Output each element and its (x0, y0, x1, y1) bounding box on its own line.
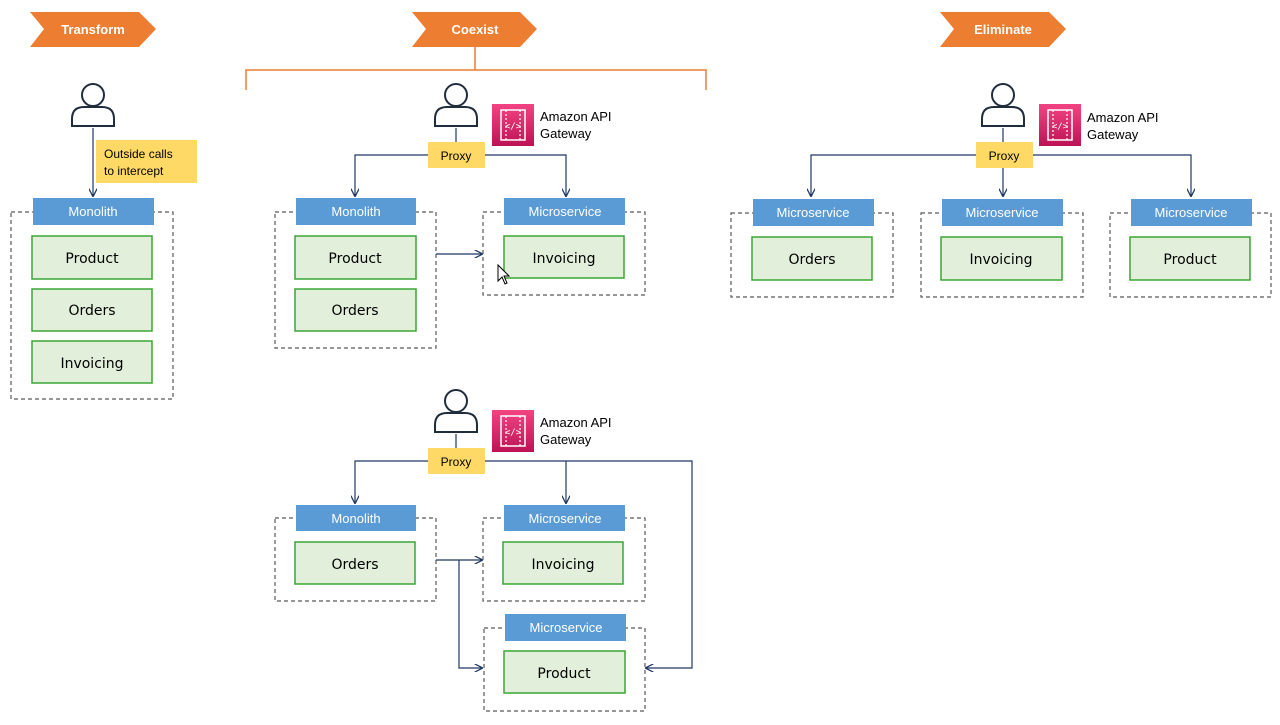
module-product (503, 650, 626, 694)
microservice-header-label: Microservice (529, 511, 602, 526)
phase-eliminate-label: Eliminate (974, 22, 1032, 37)
proxy-label: Proxy (441, 455, 472, 469)
api-gateway-icon (1038, 103, 1082, 147)
module-invoicing (31, 340, 153, 384)
module-product (294, 235, 417, 280)
microservice-header (504, 198, 625, 225)
module-product (31, 235, 153, 280)
microservice-header (504, 505, 625, 531)
microservice-header (942, 199, 1063, 226)
proxy-to-microservice-arrow (485, 154, 566, 196)
proxy-box (976, 142, 1033, 168)
intercept-note (96, 140, 197, 183)
api-gateway-icon (491, 409, 535, 453)
module-orders-label: Orders (788, 252, 835, 268)
proxy-label: Proxy (441, 149, 472, 163)
module-orders (31, 288, 153, 332)
module-invoicing-label: Invoicing (969, 252, 1032, 268)
module-product-label: Product (328, 251, 382, 267)
user-icon (434, 83, 478, 127)
coexist-bottom-section: Amazon API Gateway Proxy Monolith Orders… (274, 389, 693, 712)
gateway-label-line2: Gateway (1087, 127, 1139, 142)
monolith-header (296, 198, 416, 225)
monolith-header-label: Monolith (331, 511, 380, 526)
proxy-box (428, 142, 485, 168)
module-product (1129, 236, 1251, 281)
phase-transform-label: Transform (61, 22, 125, 37)
phase-banner-eliminate: Eliminate (940, 12, 1066, 47)
monolith-header (296, 505, 416, 531)
microservice-header-label: Microservice (529, 204, 602, 219)
proxy-to-product-arrow (1033, 154, 1191, 196)
transform-section: Outside calls to intercept Monolith Prod… (10, 83, 197, 400)
module-product-label: Product (537, 666, 591, 682)
module-invoicing-label: Invoicing (531, 557, 594, 573)
phase-coexist-label: Coexist (452, 22, 500, 37)
microservice-header (505, 614, 626, 641)
microservice-header (753, 199, 874, 226)
coexist-top-section: Amazon API Gateway Proxy Monolith Produc… (274, 83, 646, 349)
microservice-header-label: Microservice (966, 205, 1039, 220)
gateway-label-line1: Amazon API (540, 109, 612, 124)
module-invoicing (502, 541, 624, 585)
phase-banner-coexist: Coexist (412, 12, 537, 47)
module-orders (294, 288, 417, 332)
proxy-label: Proxy (989, 149, 1020, 163)
monolith-to-product-arrow (458, 560, 482, 668)
microservice-header-label: Microservice (530, 620, 603, 635)
monolith-header-label: Monolith (68, 204, 117, 219)
monolith-header (33, 198, 154, 225)
gateway-label-line1: Amazon API (540, 415, 612, 430)
module-orders (751, 236, 873, 281)
microservice-header-label: Microservice (777, 205, 850, 220)
coexist-bracket (245, 47, 707, 90)
module-orders (294, 541, 416, 585)
module-invoicing (940, 236, 1063, 281)
microservice-header (1131, 199, 1252, 226)
phase-banner-transform: Transform (30, 12, 156, 47)
module-invoicing-label: Invoicing (60, 356, 123, 372)
api-gateway-icon (491, 103, 535, 147)
eliminate-section: Amazon API Gateway Proxy Microservice Or… (730, 83, 1272, 298)
proxy-to-monolith-arrow (355, 154, 428, 196)
module-invoicing-label: Invoicing (532, 251, 595, 267)
module-invoicing (503, 235, 625, 279)
monolith-header-label: Monolith (331, 204, 380, 219)
proxy-to-orders-arrow (811, 154, 976, 196)
module-orders-label: Orders (68, 303, 115, 319)
gateway-label-line2: Gateway (540, 126, 592, 141)
microservice-header-label: Microservice (1155, 205, 1228, 220)
intercept-note-line1: Outside calls (104, 147, 173, 161)
module-product-label: Product (1163, 252, 1217, 268)
module-product-label: Product (65, 251, 119, 267)
cursor-icon (497, 263, 511, 285)
intercept-note-line2: to intercept (104, 164, 164, 178)
proxy-to-monolith-arrow (355, 460, 428, 503)
user-icon (434, 389, 478, 433)
user-icon (981, 83, 1025, 127)
proxy-to-product-arrow (485, 460, 693, 668)
module-orders-label: Orders (331, 557, 378, 573)
gateway-label-line1: Amazon API (1087, 110, 1159, 125)
proxy-box (428, 448, 485, 474)
module-orders-label: Orders (331, 303, 378, 319)
gateway-label-line2: Gateway (540, 432, 592, 447)
user-icon (71, 83, 115, 127)
